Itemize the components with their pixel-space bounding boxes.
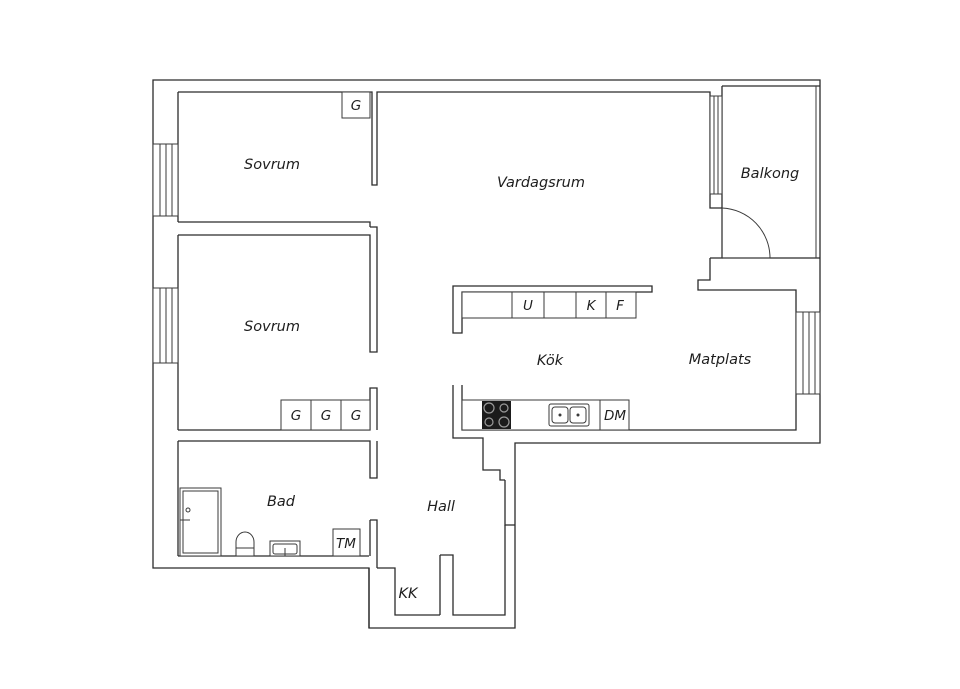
fixture-label-u: U bbox=[523, 298, 533, 314]
fixture-label-g-bedroom2-a: G bbox=[291, 408, 301, 424]
room-label-bad: Bad bbox=[267, 494, 296, 510]
toilet-icon bbox=[235, 531, 255, 557]
wardrobes-bedroom2 bbox=[280, 399, 371, 431]
washing-machine bbox=[332, 528, 361, 557]
fixture-label-dm: DM bbox=[604, 408, 626, 424]
room-label-hall: Hall bbox=[427, 499, 455, 515]
room-label-vardagsrum: Vardagsrum bbox=[497, 175, 585, 191]
fixture-label-g-bedroom2-b: G bbox=[321, 408, 331, 424]
fixture-label-g-bedroom2-c: G bbox=[351, 408, 361, 424]
fixture-label-g-bedroom1: G bbox=[351, 98, 361, 114]
balcony-door bbox=[721, 207, 771, 259]
fixture-label-k: K bbox=[587, 298, 597, 314]
fixture-label-f: F bbox=[616, 298, 624, 314]
room-label-kk: KK bbox=[398, 586, 419, 602]
kitchen-upper-counter bbox=[461, 291, 637, 319]
room-label-balkong: Balkong bbox=[741, 166, 800, 182]
room-label-sovrum-2: Sovrum bbox=[244, 319, 300, 335]
wardrobe-bedroom1 bbox=[341, 91, 371, 119]
shower-icon bbox=[179, 487, 222, 557]
room-label-matplats: Matplats bbox=[689, 352, 752, 368]
bathroom-sink-icon bbox=[269, 540, 301, 557]
windows bbox=[152, 86, 821, 395]
stove-icon bbox=[482, 401, 511, 429]
fixture-label-tm: TM bbox=[336, 536, 356, 552]
room-label-kok: Kök bbox=[537, 353, 564, 369]
room-label-sovrum-1: Sovrum bbox=[244, 157, 300, 173]
kitchen-sink-icon bbox=[548, 403, 590, 427]
